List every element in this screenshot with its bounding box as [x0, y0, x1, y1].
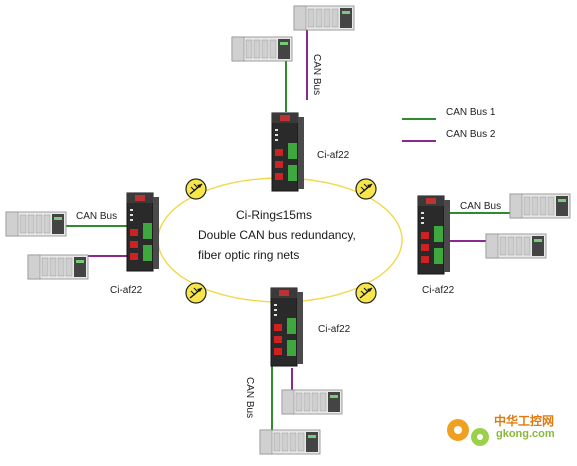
ring-description-line1: Double CAN bus redundancy, [198, 228, 356, 242]
plc-right-lower [485, 233, 547, 259]
watermark-cn: 中华工控网 [494, 414, 555, 428]
bus-label-right: CAN Bus [460, 201, 502, 212]
bus-label-top: CAN Bus [311, 54, 322, 96]
converter-right [417, 195, 451, 275]
plc-bottom-upper [281, 389, 343, 415]
device-label-bottom: Ci-af22 [318, 324, 351, 335]
plc-left-upper [5, 211, 67, 237]
legend-bus2-label: CAN Bus 2 [446, 129, 496, 140]
legend-bus1-label: CAN Bus 1 [446, 107, 496, 118]
device-label-left: Ci-af22 [110, 285, 143, 296]
plc-bottom-lower [259, 429, 321, 455]
bus-label-bottom: CAN Bus [244, 377, 255, 419]
plc-top-upper [293, 5, 355, 31]
bus-label-left: CAN Bus [76, 211, 118, 222]
plc-right-upper [509, 193, 571, 219]
ring-description-line2: fiber optic ring nets [198, 248, 300, 262]
fiber-node-bottom-left [185, 282, 207, 304]
ring-title: Ci-Ring≤15ms [236, 208, 312, 222]
device-label-top: Ci-af22 [317, 150, 350, 161]
watermark-url: gkong.com [496, 428, 555, 440]
watermark-gear-icon [447, 419, 489, 446]
converter-top [271, 112, 305, 192]
converter-left [126, 192, 160, 272]
fiber-node-top-left [185, 178, 207, 200]
device-label-right: Ci-af22 [422, 285, 455, 296]
plc-top-lower [231, 36, 293, 62]
converter-bottom [270, 287, 304, 367]
plc-left-lower [27, 254, 89, 280]
fiber-node-top-right [355, 178, 377, 200]
fiber-node-bottom-right [355, 282, 377, 304]
